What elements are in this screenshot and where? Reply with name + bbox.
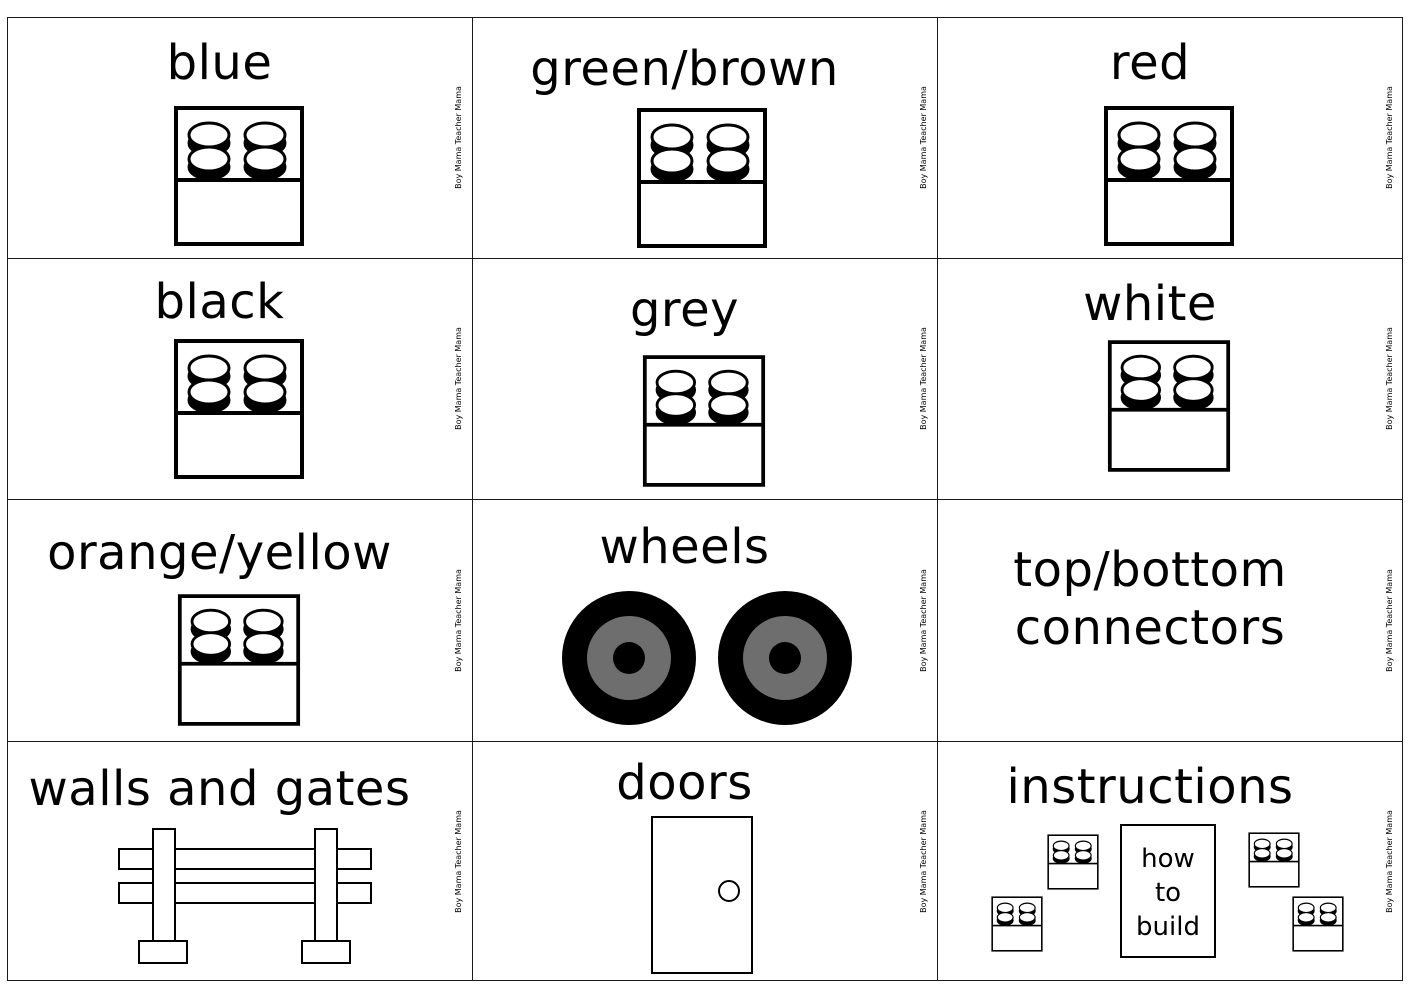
watermark: Boy Mama Teacher Mama <box>1384 809 1394 913</box>
card-label: grey <box>629 282 740 338</box>
watermark: Boy Mama Teacher Mama <box>1384 568 1394 672</box>
watermark: Boy Mama Teacher Mama <box>918 86 928 189</box>
watermark: Boy Mama Teacher Mama <box>918 568 928 672</box>
instructions-note: how to build <box>1136 844 1200 942</box>
lego-brick-icon <box>173 338 305 480</box>
card-walls-gates: walls and gates Boy Mama Teacher Mama <box>7 741 472 981</box>
grid-divider <box>7 741 1403 742</box>
lego-brick-icon <box>1047 833 1099 891</box>
card-label: white <box>1083 276 1217 332</box>
instructions-book-icon: how to build <box>1120 824 1216 958</box>
lego-brick-icon <box>991 895 1043 953</box>
card-label: instructions <box>1006 759 1294 815</box>
lego-brick-icon <box>173 105 305 247</box>
card-label: walls and gates <box>28 761 411 817</box>
card-instructions: instructions how to build Boy Mama Teach… <box>937 741 1403 981</box>
grid-divider <box>7 258 1403 259</box>
card-label: orange/yellow <box>47 525 392 581</box>
card-orange-yellow: orange/yellow Boy Mama Teacher Mama <box>7 499 472 741</box>
grid-divider <box>7 499 1403 500</box>
watermark: Boy Mama Teacher Mama <box>1384 327 1394 430</box>
card-label: wheels <box>599 519 770 575</box>
lego-brick-icon <box>642 354 766 488</box>
card-label-line: connectors <box>1014 600 1286 656</box>
wheel-icon <box>562 591 852 725</box>
card-red: red Boy Mama Teacher Mama <box>937 17 1403 258</box>
card-label: green/brown <box>530 41 839 97</box>
card-label-line: top/bottom <box>1013 542 1287 598</box>
watermark: Boy Mama Teacher Mama <box>453 809 463 913</box>
watermark: Boy Mama Teacher Mama <box>918 327 928 430</box>
card-grey: grey Boy Mama Teacher Mama <box>472 258 937 499</box>
lego-brick-icon <box>1107 338 1231 474</box>
card-label: blue <box>166 35 273 91</box>
lego-brick-icon <box>636 107 768 249</box>
fence-icon <box>118 828 372 964</box>
card-white: white Boy Mama Teacher Mama <box>937 258 1403 499</box>
lego-brick-icon <box>1248 831 1300 889</box>
watermark: Boy Mama Teacher Mama <box>453 327 463 430</box>
card-wheels: wheels Boy Mama Teacher Mama <box>472 499 937 741</box>
watermark: Boy Mama Teacher Mama <box>1384 86 1394 189</box>
card-green-brown: green/brown Boy Mama Teacher Mama <box>472 17 937 258</box>
watermark: Boy Mama Teacher Mama <box>453 86 463 189</box>
card-doors: doors Boy Mama Teacher Mama <box>472 741 937 981</box>
card-blue: blue Boy Mama Teacher Mama <box>7 17 472 258</box>
lego-brick-icon <box>1292 895 1344 953</box>
card-label: top/bottom connectors <box>937 541 1363 657</box>
watermark: Boy Mama Teacher Mama <box>918 809 928 913</box>
lego-brick-icon <box>1103 105 1235 247</box>
card-black: black Boy Mama Teacher Mama <box>7 258 472 499</box>
door-icon <box>651 816 753 974</box>
card-label: red <box>1109 35 1191 91</box>
watermark: Boy Mama Teacher Mama <box>453 568 463 672</box>
lego-brick-icon <box>177 593 301 727</box>
card-label: black <box>154 274 285 330</box>
card-label: doors <box>616 755 753 811</box>
card-connectors: top/bottom connectors Boy Mama Teacher M… <box>937 499 1403 741</box>
